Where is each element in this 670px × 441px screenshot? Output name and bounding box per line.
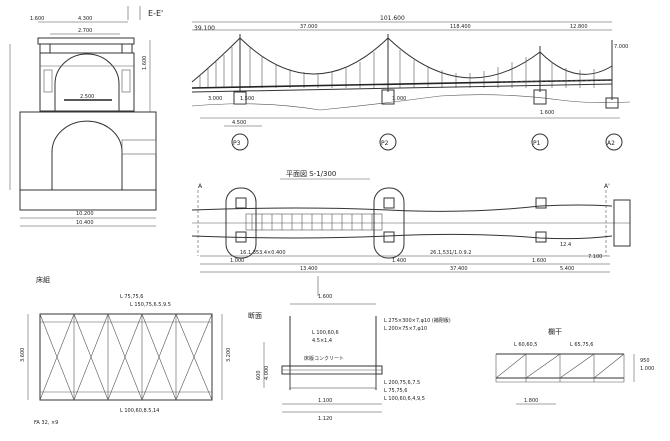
section-marker-a: A	[198, 183, 203, 190]
cross-note-n5: 床版コンクリート	[304, 355, 344, 362]
cross-dim-h: 600	[256, 370, 262, 380]
section-dim-base2: 10.400	[76, 220, 94, 226]
pier-label-a2: A2	[607, 140, 615, 147]
elevation-dim-d3: 12.800	[570, 24, 588, 30]
railing-title: 欄干	[548, 327, 562, 336]
elevation-dim-d6: 1.000	[392, 96, 406, 102]
section-ee-title: E-E'	[148, 9, 163, 18]
pier-marker-p1	[531, 133, 549, 151]
floor-framing: 床組 L 75,75,6 L 150,75,6.5,9.5 3.600 3.20…	[20, 275, 232, 426]
floor-framing-title: 床組	[36, 275, 50, 284]
pier-marker-p3	[231, 133, 249, 151]
plan-dim-g: 7.100	[588, 254, 602, 260]
elevation-dim-d7: 1.600	[540, 110, 554, 116]
elevation-left-level: 39.100	[194, 25, 215, 32]
elevation-total-span: 101.600	[380, 15, 405, 22]
section-dim-top: 4.300	[78, 16, 92, 22]
section-ee: E-E' 4.300 1.600 2.700 2.500 1.600 10.20…	[9, 6, 163, 227]
elevation-dim-118: 118.400	[450, 24, 471, 30]
railing-dim-w: 1.800	[524, 398, 538, 404]
floor-dim-h2: 3.200	[226, 348, 232, 362]
plan-dim-i: 1.600	[532, 258, 546, 264]
section-dim-w1: 1.600	[30, 16, 44, 22]
elevation-dim-37: 37.000	[300, 24, 318, 30]
plan-title: 平面図 S-1/300	[286, 170, 336, 178]
elevation-dim-d4: 7.000	[614, 44, 628, 50]
plan-dim-b: 26.1,531/1.0.9.2	[430, 250, 471, 256]
side-elevation: 39.100 101.600 37.000 118.400 12.800	[191, 15, 631, 151]
cross-note-n7: L 75,75,6	[384, 388, 407, 394]
cross-dim-wb: 1.120	[318, 416, 332, 422]
cross-dim-w: 1.100	[318, 398, 332, 404]
cross-note-n8: L 100,60,6,4,9,5	[384, 396, 425, 402]
pier-label-p2: P2	[381, 140, 389, 147]
section-dim-w2: 2.500	[80, 94, 94, 100]
pier-marker-p2	[379, 133, 397, 151]
plan-dim-a: 16.1,353.4×0.400	[240, 250, 286, 256]
elevation-dim-d5: 1.500	[240, 96, 254, 102]
elevation-dim-d1: 4.500	[232, 120, 246, 126]
plan-abutment-a2	[613, 199, 631, 247]
floor-note-r2: L 150,75,6.5,9.5	[130, 302, 171, 308]
cross-dim-h2: 4.000	[264, 366, 270, 380]
section-dim-base: 10.200	[76, 211, 94, 217]
cross-note-n2: L 200×75×7,φ10	[384, 326, 427, 332]
plan-dim-c: 1.000	[230, 258, 244, 264]
cross-section: 断面 1.600 L 275×300×7,φ10 (補剛版) L 200×75×…	[248, 294, 451, 422]
floor-note-b1: L 100,60,8.5,14	[120, 408, 159, 414]
section-dim-inner: 2.700	[78, 28, 92, 34]
floor-dim-h: 3.600	[20, 348, 26, 362]
pier-marker-a2	[605, 133, 623, 151]
plan-view: 平面図 S-1/300 A A' 16.1,353.4×0.400 26.1,5…	[191, 170, 631, 296]
plan-dim-h: 5.400	[560, 266, 574, 272]
cross-dim-c1: 1.600	[318, 294, 332, 300]
cross-note-n3: L 100,60,6	[312, 330, 339, 336]
elevation-dim-d2: 3.000	[208, 96, 222, 102]
plan-dim-j: 1.400	[392, 258, 406, 264]
plan-dim-f: 12.4	[560, 242, 571, 248]
plan-dim-d: 13.400	[300, 266, 318, 272]
pier-label-p1: P1	[533, 140, 541, 147]
plan-dim-e: 37.400	[450, 266, 468, 272]
cross-note-n4: 4.5×1,4	[312, 338, 332, 344]
railing-note-r1: L 60,60,5	[514, 342, 537, 348]
section-dim-h1: 1.600	[142, 56, 148, 70]
section-marker-a-prime: A'	[604, 183, 610, 190]
railing-dim-h: 1.000	[640, 366, 654, 372]
cross-section-title: 断面	[248, 311, 262, 320]
railing-note-r2: L 65,75,6	[570, 342, 593, 348]
railing-dim-h2: 950	[640, 358, 650, 364]
floor-note-b2: FA 32, ×9	[34, 420, 58, 426]
railing-elevation: 欄干 L 60,60,5 L 65,75,6 1.000 950 1.800	[495, 327, 654, 405]
floor-note-r1: L 75,75,6	[120, 294, 143, 300]
plan-pier-p3	[225, 187, 257, 259]
plan-pier-p2	[373, 187, 405, 259]
pier-label-p3: P3	[233, 140, 241, 147]
cross-note-n6: L 200,75,6,7.5	[384, 380, 420, 386]
cross-note-n1: L 275×300×7,φ10 (補剛版)	[384, 317, 451, 324]
